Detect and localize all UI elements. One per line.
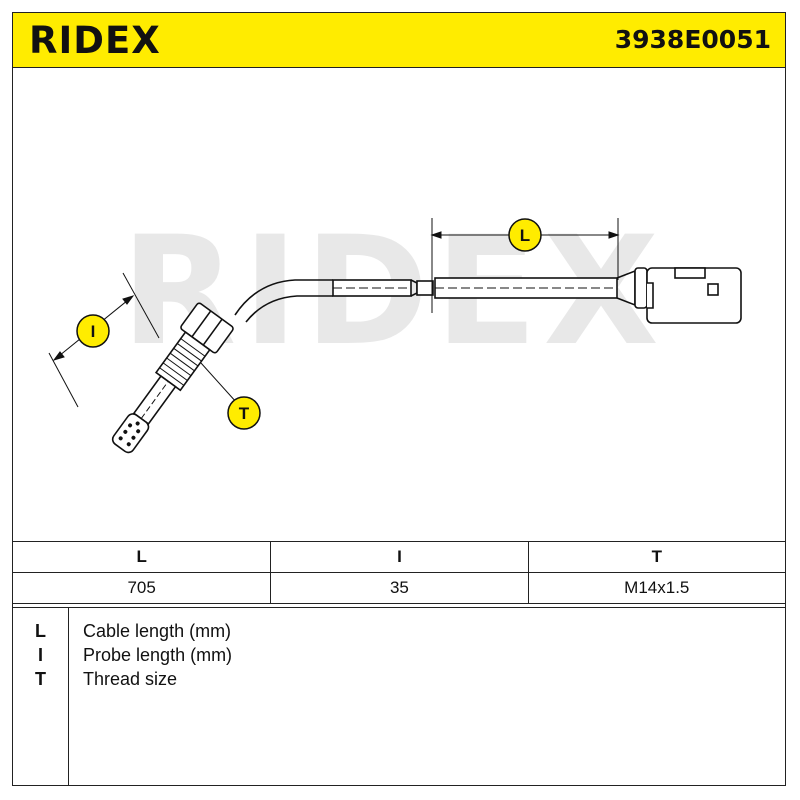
legend-description: Cable length (mm)	[83, 621, 232, 641]
legend-key: I	[37, 645, 43, 665]
leader-t	[200, 362, 238, 404]
sensor-probe	[111, 302, 234, 454]
header-bar: RIDEX 3938E0051	[13, 13, 785, 68]
spec-value: 705	[13, 572, 272, 604]
spec-header-row: L I T	[13, 541, 785, 573]
spec-value: M14x1.5	[527, 572, 785, 604]
legend-key: T	[35, 669, 46, 689]
electrical-connector	[646, 267, 742, 324]
legend-description: Probe length (mm)	[83, 645, 233, 665]
datasheet: RIDEX 3938E0051 RIDEX	[12, 12, 786, 786]
spec-col-header: L	[13, 541, 272, 573]
svg-text:T: T	[239, 404, 250, 423]
legend-description: Thread size	[83, 669, 178, 689]
svg-text:I: I	[91, 322, 96, 341]
brand-logo: RIDEX	[29, 19, 161, 62]
callout-l: L	[508, 218, 542, 252]
part-number: 3938E0051	[614, 25, 771, 54]
spec-value-row: 705 35 M14x1.5	[13, 572, 785, 604]
legend: L I T Cable length (mm) Probe length (mm…	[13, 607, 785, 786]
spec-col-header: I	[270, 541, 529, 573]
svg-text:L: L	[520, 226, 530, 245]
legend-key: L	[35, 621, 46, 641]
spec-value: 35	[270, 572, 529, 604]
dimension-i	[48, 272, 160, 408]
callout-t: T	[227, 396, 261, 430]
technical-drawing: RIDEX	[48, 205, 742, 454]
spec-table: L I T 705 35 M14x1.5	[13, 541, 785, 604]
spec-col-header: T	[527, 541, 785, 573]
legend-key-column: L I T	[13, 608, 69, 786]
callout-i: I	[76, 314, 110, 348]
sensor-cable	[234, 267, 648, 323]
